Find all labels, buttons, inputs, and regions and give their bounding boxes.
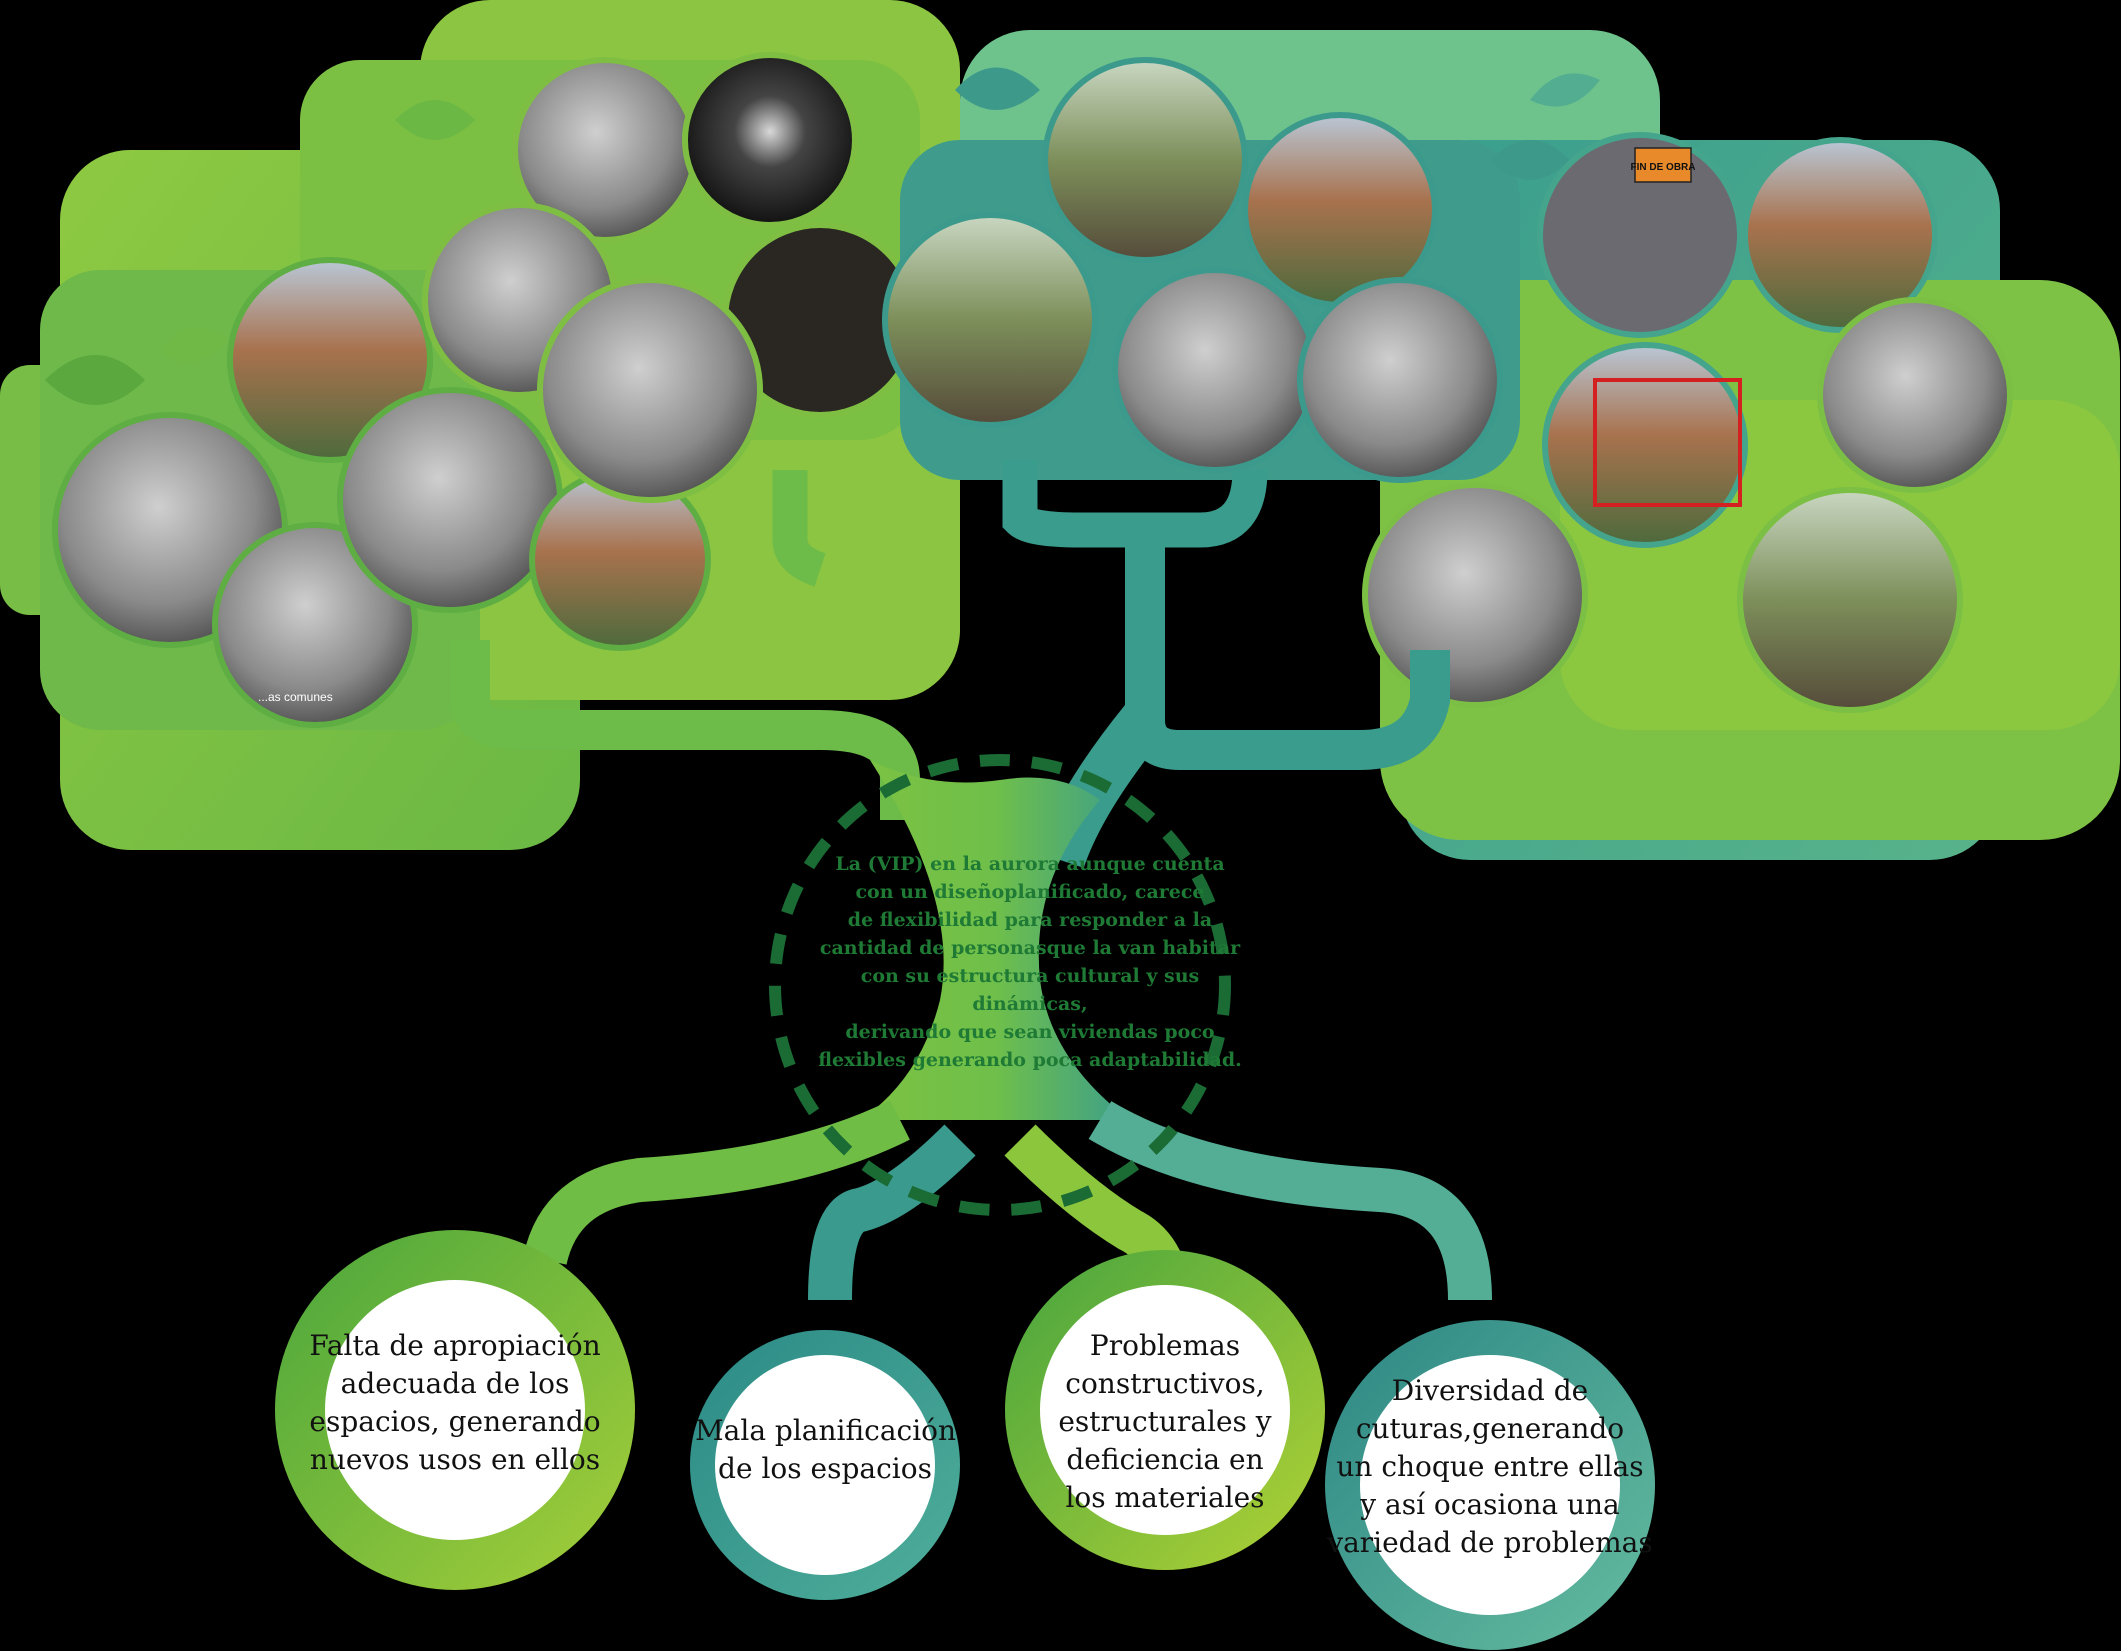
center-dashed-circle: [769, 754, 1231, 1216]
center-line: derivando que sean viviendas poco: [845, 1021, 1215, 1043]
node-line: cuturas,generando: [1355, 1412, 1625, 1445]
fin-de-obra-sign: [1634, 147, 1692, 183]
node-text-2: Mala planificación de los espacios: [695, 1412, 957, 1488]
photo-top-5: [537, 277, 763, 503]
node-line: de los espacios: [718, 1452, 932, 1485]
center-line: flexibles generando poca adaptabilidad.: [818, 1049, 1242, 1071]
photo-right-4: [1817, 297, 2013, 493]
node-line: nuevos usos en ellos: [309, 1443, 601, 1476]
node-core-1: [325, 1280, 585, 1540]
center-line: con su estructura cultural y sus dinámic…: [860, 965, 1200, 1015]
red-balcony-frame: [1593, 378, 1742, 507]
node-text-1: Falta de apropiación adecuada de los esp…: [275, 1327, 635, 1479]
photo-right-3: [1542, 342, 1748, 548]
problem-nodes: [275, 1230, 1655, 1650]
center-line: de flexibilidad para responder a la: [847, 909, 1213, 931]
photo-mid-4: [1112, 267, 1318, 473]
photo-mid-2: [1242, 112, 1438, 308]
node-line: Problemas: [1089, 1329, 1241, 1362]
photo-mid-1: [1042, 57, 1248, 263]
node-line: espacios, generando: [309, 1405, 601, 1438]
photo-left-4: [337, 387, 563, 613]
node-line: los materiales: [1065, 1481, 1265, 1514]
tree-roots: [523, 1100, 1492, 1311]
node-line: Falta de apropiación: [309, 1329, 601, 1362]
node-core-3: [1040, 1285, 1290, 1535]
center-line: con un diseñoplanificado, carece: [855, 881, 1205, 903]
photo-right-1: [1537, 132, 1743, 338]
node-line: adecuada de los: [340, 1367, 570, 1400]
photo-mid-3: [882, 212, 1098, 428]
node-line: Mala planificación: [695, 1414, 957, 1447]
node-text-4: Diversidad de cuturas,generando un choqu…: [1320, 1372, 1660, 1562]
tree-branches: [450, 460, 1450, 869]
photo-mid-5: [1297, 277, 1503, 483]
node-line: constructivos,: [1065, 1367, 1265, 1400]
center-line: cantidad de personasque la van habitar: [819, 937, 1241, 959]
node-line: variedad de problemas: [1327, 1526, 1653, 1559]
node-core-4: [1360, 1355, 1620, 1615]
center-problem-statement: La (VIP) en la aurora aunque cuenta con …: [800, 850, 1260, 1074]
photo-caption: ...as comunes: [258, 690, 333, 704]
node-line: un choque entre ellas: [1336, 1450, 1644, 1483]
node-core-2: [715, 1355, 935, 1575]
photo-right-6: [1737, 487, 1963, 713]
node-line: estructurales y: [1058, 1405, 1272, 1438]
center-line: La (VIP) en la aurora aunque cuenta: [835, 853, 1225, 875]
photo-top-2: [682, 52, 858, 228]
node-line: deficiencia en: [1066, 1443, 1264, 1476]
tree-trunk: [860, 760, 1130, 1120]
fin-de-obra-sign-text: FIN DE OBRA: [1631, 162, 1696, 173]
photo-right-2: [1742, 137, 1938, 333]
photo-left-2: [212, 522, 418, 728]
node-line: y así ocasiona una: [1360, 1488, 1620, 1521]
photo-right-5: [1362, 482, 1588, 708]
node-text-3: Problemas constructivos, estructurales y…: [1015, 1327, 1315, 1517]
leaf-decorations: [45, 67, 1600, 405]
photo-left-3: [227, 257, 433, 463]
node-line: Diversidad de: [1391, 1374, 1589, 1407]
